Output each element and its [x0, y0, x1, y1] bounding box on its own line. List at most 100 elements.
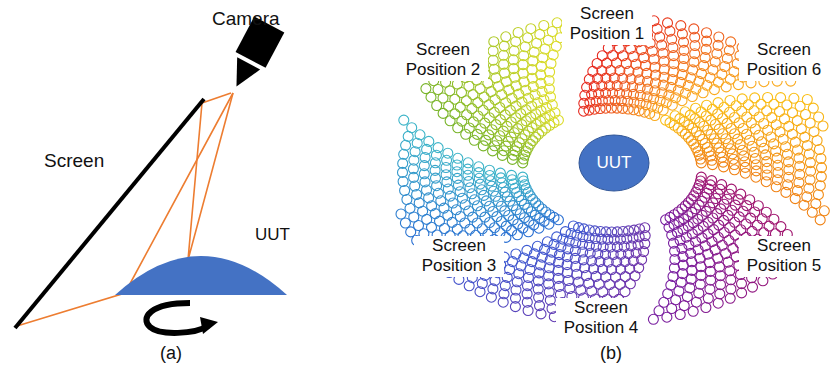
- point-marker: [421, 84, 431, 94]
- point-marker: [754, 130, 764, 140]
- point-marker: [402, 195, 412, 205]
- point-marker: [814, 145, 824, 155]
- point-marker: [701, 206, 711, 216]
- point-marker: [407, 123, 417, 133]
- point-marker: [733, 134, 743, 144]
- point-marker: [424, 136, 434, 146]
- point-marker: [433, 143, 443, 153]
- point-marker: [816, 154, 826, 164]
- point-marker: [539, 21, 549, 31]
- figure-label: (b): [600, 343, 622, 365]
- point-marker: [443, 148, 453, 158]
- point-marker: [701, 303, 711, 313]
- point-marker: [761, 150, 771, 160]
- point-marker: [396, 209, 406, 219]
- point-marker: [430, 209, 440, 219]
- point-marker: [415, 130, 425, 140]
- point-marker: [693, 225, 703, 235]
- point-marker: [499, 41, 509, 51]
- point-marker: [507, 170, 517, 180]
- point-marker: [745, 195, 755, 205]
- point-marker: [488, 46, 498, 56]
- point-marker: [519, 213, 529, 223]
- point-marker: [445, 191, 455, 201]
- point-marker: [398, 158, 408, 168]
- point-marker: [688, 306, 698, 316]
- point-marker: [448, 198, 458, 208]
- uut-ellipse: UUT: [578, 134, 650, 192]
- point-marker: [552, 232, 562, 242]
- point-marker: [474, 162, 484, 172]
- point-marker: [542, 237, 552, 247]
- node-shape: [115, 256, 287, 295]
- point-marker: [474, 168, 484, 178]
- node-label: UUT: [255, 225, 290, 245]
- point-marker: [467, 189, 477, 199]
- point-marker: [481, 196, 491, 206]
- point-marker: [601, 227, 611, 237]
- point-marker: [708, 160, 718, 170]
- point-marker: [457, 193, 467, 203]
- point-marker: [771, 146, 781, 156]
- point-marker: [399, 115, 409, 125]
- node-label: UUT: [597, 153, 632, 173]
- point-marker: [743, 100, 753, 110]
- point-marker: [519, 51, 529, 61]
- point-marker: [742, 129, 752, 139]
- point-marker: [455, 187, 465, 197]
- node-outline: [115, 255, 287, 295]
- screen-position-label: Screen Position 1: [562, 4, 652, 45]
- point-marker: [501, 32, 511, 42]
- point-marker: [733, 80, 743, 90]
- point-marker: [781, 187, 791, 197]
- point-marker: [737, 288, 747, 298]
- point-marker: [469, 195, 479, 205]
- point-marker: [812, 136, 822, 146]
- point-marker: [815, 181, 825, 191]
- point-marker: [453, 153, 463, 163]
- point-marker: [725, 266, 735, 276]
- point-marker: [479, 190, 489, 200]
- point-marker: [729, 67, 739, 77]
- point-marker: [469, 135, 479, 145]
- point-marker: [686, 136, 696, 146]
- point-marker: [695, 117, 705, 127]
- point-marker: [683, 132, 693, 142]
- point-marker: [485, 165, 495, 175]
- point-marker: [453, 180, 463, 190]
- point-marker: [819, 206, 829, 216]
- screen-position-label: Screen Position 5: [739, 236, 829, 277]
- point-marker: [400, 186, 410, 196]
- point-marker: [758, 276, 768, 286]
- point-marker: [757, 137, 767, 147]
- point-marker: [799, 200, 809, 210]
- point-marker: [759, 143, 769, 153]
- point-marker: [520, 42, 530, 52]
- point-marker: [658, 105, 668, 115]
- point-marker: [648, 314, 658, 324]
- point-marker: [731, 101, 741, 111]
- point-marker: [694, 288, 704, 298]
- point-marker: [735, 140, 745, 150]
- point-marker: [528, 194, 538, 204]
- point-marker: [675, 310, 685, 320]
- rotation-arrow: [146, 303, 218, 334]
- point-marker: [736, 189, 746, 199]
- point-marker: [713, 298, 723, 308]
- measurement-points: [396, 14, 829, 326]
- point-marker: [745, 135, 755, 145]
- point-marker: [698, 88, 708, 98]
- point-marker: [766, 132, 776, 142]
- point-marker: [697, 210, 707, 220]
- point-marker: [517, 120, 527, 130]
- point-marker: [689, 139, 699, 149]
- point-marker: [696, 158, 706, 168]
- point-marker: [442, 155, 452, 165]
- point-marker: [612, 103, 622, 113]
- point-marker: [526, 24, 536, 34]
- screen-position-label: Screen Position 3: [414, 236, 504, 277]
- point-marker: [523, 33, 533, 43]
- point-marker: [518, 172, 528, 182]
- point-marker: [687, 92, 697, 102]
- point-marker: [705, 284, 715, 294]
